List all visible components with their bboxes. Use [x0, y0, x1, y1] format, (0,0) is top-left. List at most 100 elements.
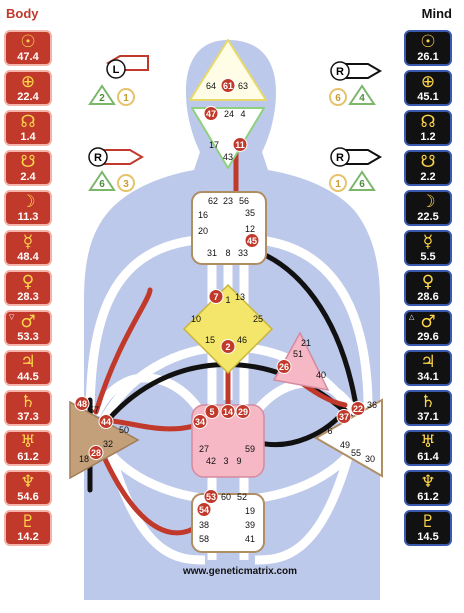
gate-active-marker — [220, 404, 236, 419]
gate-13: 13 — [235, 292, 245, 302]
ajna-center — [191, 107, 265, 169]
variables: L 2 1 R 6 3 R 6 4 R — [88, 55, 382, 192]
body-planet-sun: ☉47.4 — [4, 30, 52, 66]
body-planet-moon: ☽11.3 — [4, 190, 52, 226]
south-node-icon: ☋ — [20, 152, 36, 172]
gate-38: 38 — [199, 520, 209, 530]
gate-54: 54 — [199, 505, 209, 515]
gate-24: 24 — [224, 109, 234, 119]
gate-active-marker — [74, 396, 90, 411]
gate-8: 8 — [225, 248, 230, 258]
gate-11: 11 — [235, 140, 245, 150]
mind-planet-value: 37.1 — [417, 411, 439, 423]
gate-60: 60 — [221, 492, 231, 502]
mind-planet-value: 5.5 — [420, 251, 436, 263]
mind-planet-value: 14.5 — [417, 531, 439, 543]
gate-40: 40 — [316, 370, 326, 380]
mind-planet-value: 45.1 — [417, 91, 439, 103]
gate-10: 10 — [191, 314, 201, 324]
gate-active-marker — [276, 359, 292, 374]
body-planet-value: 61.2 — [17, 451, 39, 463]
gate-53: 53 — [206, 492, 216, 502]
heart-center — [272, 331, 330, 392]
gate-55: 55 — [351, 448, 361, 458]
body-planet-mercury: ☿48.4 — [4, 230, 52, 266]
mind-planet-venus: ♀28.6 — [404, 270, 452, 306]
gate-48: 48 — [77, 399, 87, 409]
gate-1: 1 — [225, 295, 230, 305]
gate-active-marker — [98, 414, 114, 429]
gate-61: 61 — [223, 81, 233, 91]
mind-planet-value: 26.1 — [417, 51, 439, 63]
gate-57: 57 — [89, 405, 99, 415]
body-planet-value: 22.4 — [17, 91, 39, 103]
mercury-icon: ☿ — [422, 232, 434, 252]
mind-planet-value: 22.5 — [417, 211, 439, 223]
gate-36: 36 — [367, 400, 377, 410]
gate-21: 21 — [301, 338, 311, 348]
gate-active-marker — [350, 401, 366, 416]
mind-planet-uranus: ♅61.4 — [404, 430, 452, 466]
mind-planet-value: 1.2 — [420, 131, 436, 143]
body-planet-uranus: ♅61.2 — [4, 430, 52, 466]
svg-text:3: 3 — [123, 179, 129, 190]
uranus-icon: ♅ — [420, 432, 436, 452]
gate-active-marker — [203, 489, 219, 504]
gate-62: 62 — [208, 196, 218, 206]
svg-text:1: 1 — [335, 179, 341, 190]
gate-2: 2 — [225, 342, 230, 352]
body-planet-mark: ▽ — [9, 314, 15, 321]
mars-icon: ♂ — [420, 312, 436, 332]
body-planet-value: 47.4 — [17, 51, 39, 63]
gate-50: 50 — [119, 425, 129, 435]
gate-6: 6 — [327, 426, 332, 436]
body-planet-jupiter: ♃44.5 — [4, 350, 52, 386]
jupiter-icon: ♃ — [420, 352, 436, 372]
gate-19: 19 — [245, 506, 255, 516]
gate-active-marker — [220, 339, 236, 354]
gate-active-marker — [203, 106, 219, 121]
svg-text:6: 6 — [359, 179, 365, 190]
mind-planet-sun: ☉26.1 — [404, 30, 452, 66]
svg-text:4: 4 — [359, 93, 365, 104]
mind-planet-column: ☉26.1⊕45.1☊1.2☋2.2☽22.5☿5.5♀28.6△♂29.6♃3… — [404, 30, 454, 550]
gate-active-marker — [220, 78, 236, 93]
gate-22: 22 — [353, 404, 363, 414]
jupiter-icon: ♃ — [20, 352, 36, 372]
sun-icon: ☉ — [420, 32, 436, 52]
gate-43: 43 — [223, 152, 233, 162]
svg-text:R: R — [94, 152, 102, 164]
gate-26: 26 — [279, 362, 289, 372]
gate-27: 27 — [199, 444, 209, 454]
gate-9: 9 — [236, 456, 241, 466]
body-planet-earth: ⊕22.4 — [4, 70, 52, 106]
mind-planet-mercury: ☿5.5 — [404, 230, 452, 266]
pluto-icon: ♇ — [20, 512, 36, 532]
gate-44: 44 — [101, 417, 111, 427]
variable-right-bottom: R 1 6 — [329, 147, 382, 192]
gate-18: 18 — [79, 454, 89, 464]
gate-7: 7 — [213, 292, 218, 302]
gate-active-marker — [208, 289, 224, 304]
mind-planet-value: 28.6 — [417, 291, 439, 303]
mind-planet-north-node: ☊1.2 — [404, 110, 452, 146]
body-planet-value: 48.4 — [17, 251, 39, 263]
gate-59: 59 — [245, 444, 255, 454]
mind-planet-value: 34.1 — [417, 371, 439, 383]
gate-46: 46 — [237, 335, 247, 345]
south-node-icon: ☋ — [420, 152, 436, 172]
gate-active-marker — [192, 414, 208, 429]
gate-37: 37 — [339, 412, 349, 422]
venus-icon: ♀ — [21, 272, 35, 292]
gate-63: 63 — [238, 81, 248, 91]
body-planet-value: 54.6 — [17, 491, 39, 503]
gate-29: 29 — [238, 407, 248, 417]
body-planet-value: 53.3 — [17, 331, 39, 343]
body-planet-column: ☉47.4⊕22.4☊1.4☋2.4☽11.3☿48.4♀28.3▽♂53.3♃… — [4, 30, 54, 550]
gate-45: 45 — [247, 236, 257, 246]
gate-5: 5 — [209, 407, 214, 417]
uranus-icon: ♅ — [20, 432, 36, 452]
gate-23: 23 — [223, 196, 233, 206]
svg-text:6: 6 — [335, 93, 341, 104]
